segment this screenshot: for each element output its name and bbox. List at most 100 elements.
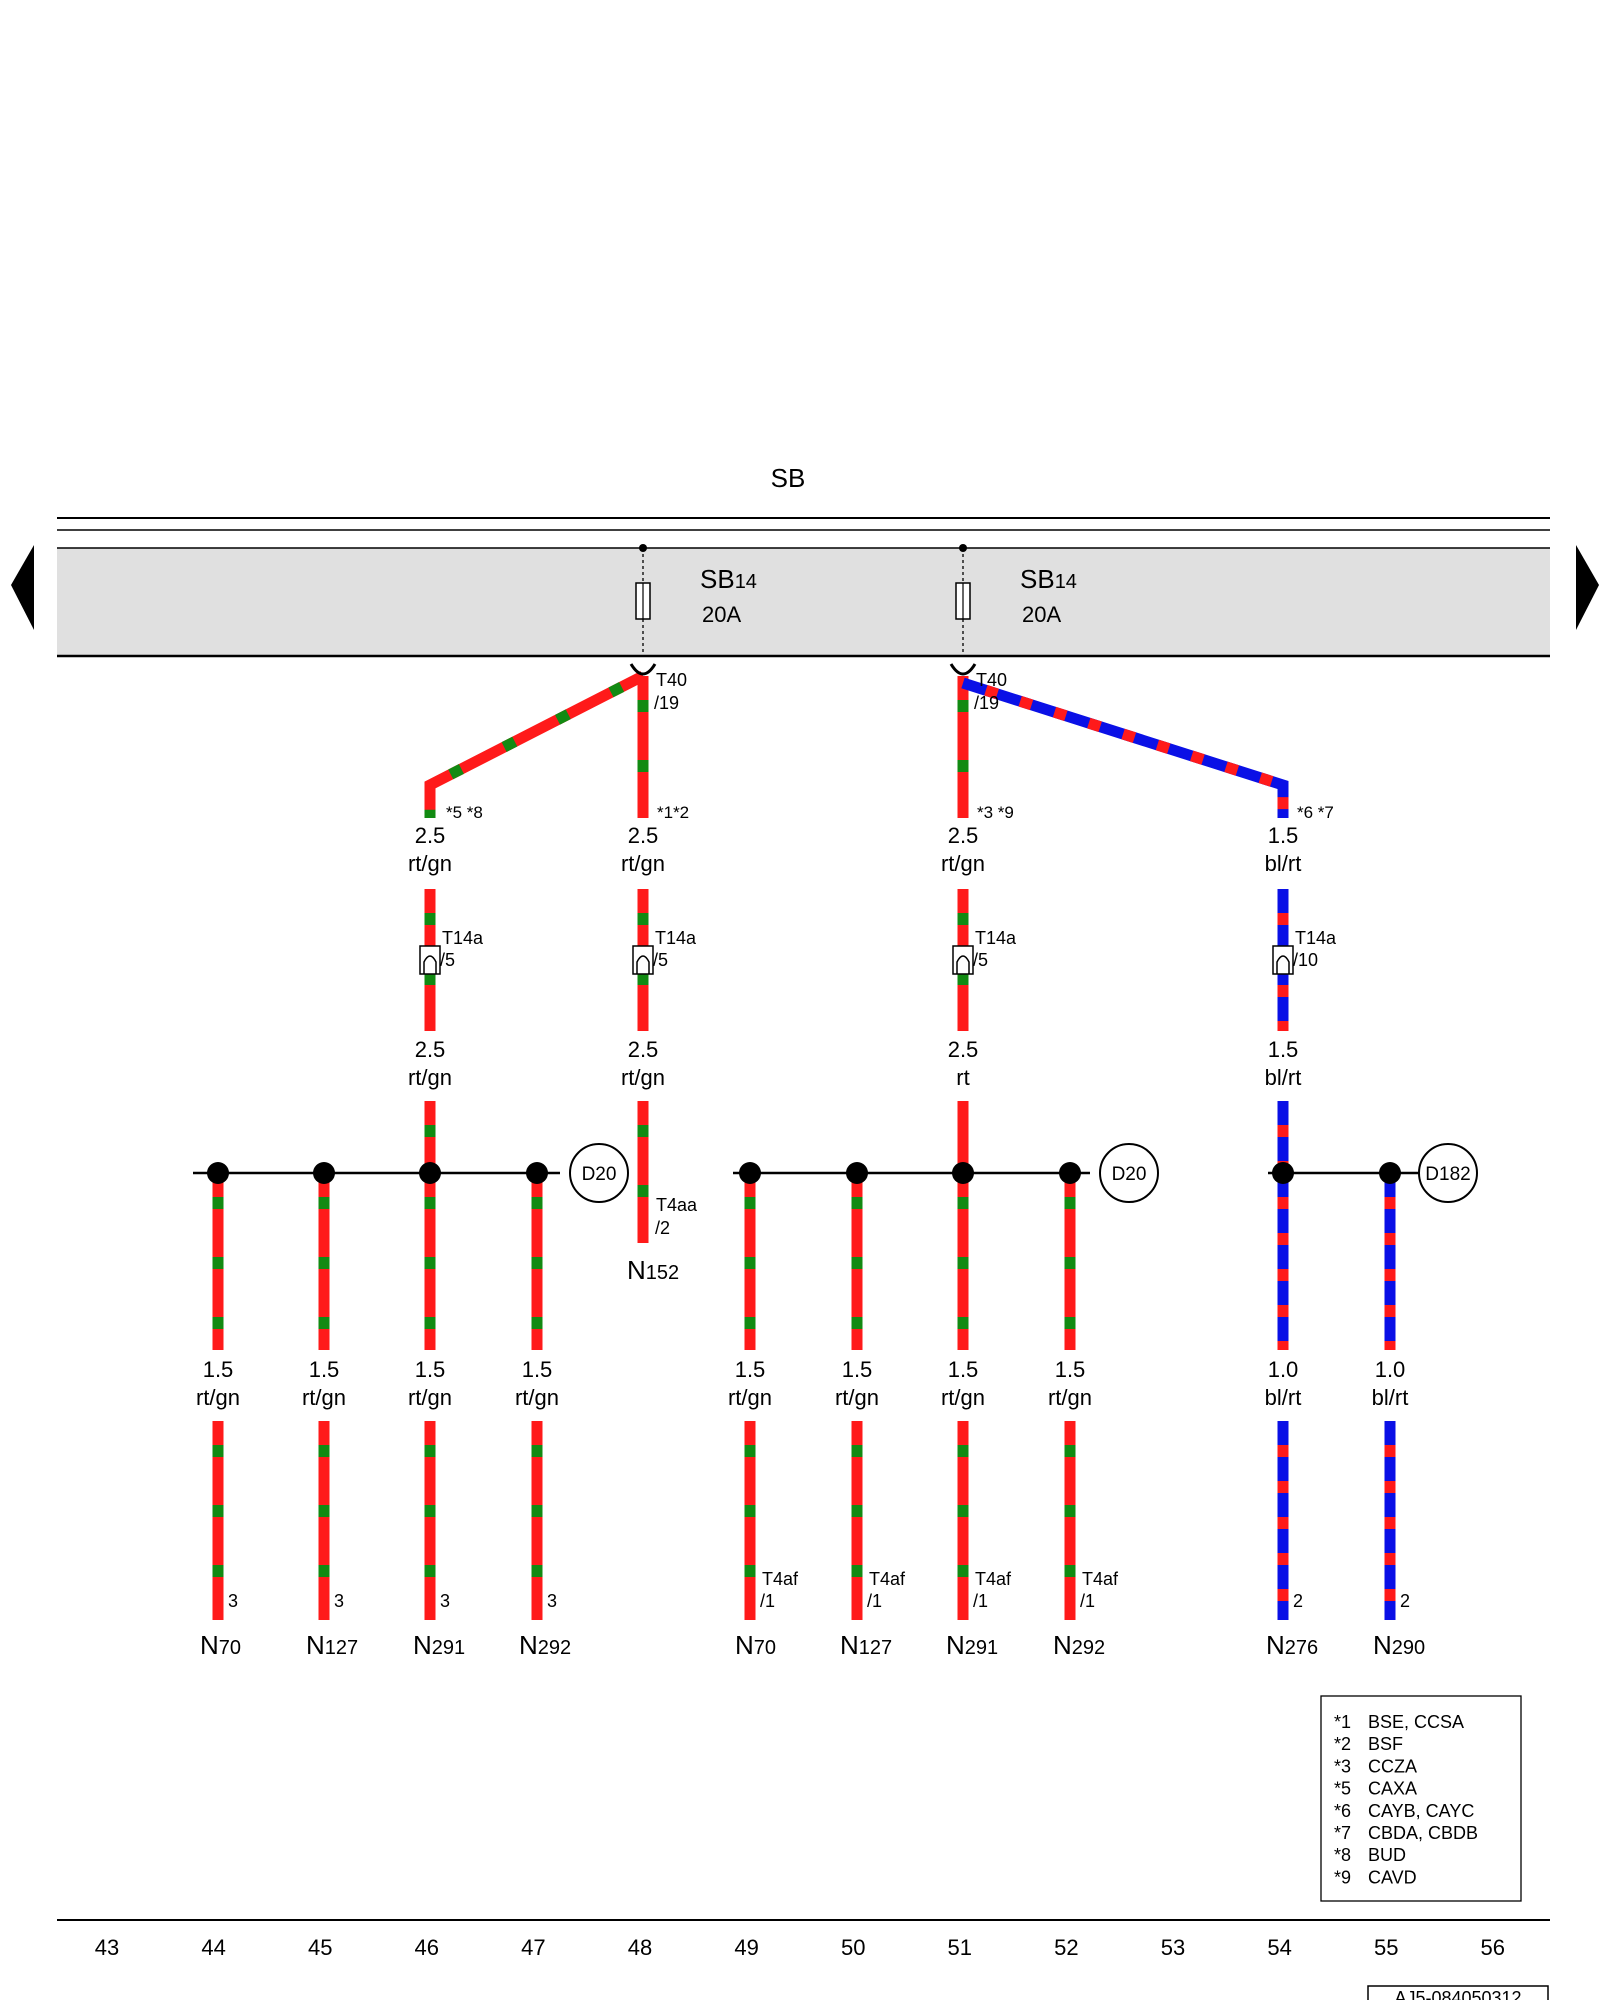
component-n70-center-sub: 70	[754, 1637, 776, 1659]
grid-number-43: 43	[95, 1935, 119, 1960]
component-n291-center-name: N	[946, 1630, 965, 1660]
component-labels: N70 N127 N291 N292 N70 N127 N291 N292 N2…	[200, 1630, 1425, 1660]
grid-number-47: 47	[521, 1935, 545, 1960]
t14a-connector-1: T14a /5	[419, 928, 484, 975]
t14a-1-name: T14a	[442, 928, 484, 948]
wire-seg-upper-1	[424, 671, 646, 818]
svg-text:N276: N276	[1266, 1630, 1318, 1660]
wire-label-lower-8-color: rt/gn	[1048, 1385, 1092, 1410]
component-n127-center-sub: 127	[859, 1637, 892, 1659]
t14a-2-name: T14a	[655, 928, 697, 948]
svg-text:N291: N291	[946, 1630, 998, 1660]
fuse-2-rating: 20A	[1022, 602, 1061, 627]
grid-number-50: 50	[841, 1935, 865, 1960]
component-n292-left-sub: 292	[538, 1637, 571, 1659]
component-n291-left-sub: 291	[432, 1637, 465, 1659]
fuse-2-sub: 14	[1055, 571, 1077, 593]
wire-label-middle-3-color: rt	[956, 1065, 969, 1090]
t40-b-name: T40	[976, 670, 1007, 690]
fuse-1-rating: 20A	[702, 602, 741, 627]
component-n276-sub: 276	[1285, 1637, 1318, 1659]
t40-a-pin: /19	[654, 693, 679, 713]
component-n152-sub: 152	[646, 1262, 679, 1284]
t40-b-pin: /19	[974, 693, 999, 713]
grid-number-54: 54	[1267, 1935, 1291, 1960]
lower-wire-labels: 1.5 rt/gn 1.5 rt/gn 1.5 rt/gn 1.5 rt/gn …	[196, 1357, 1408, 1410]
t4af-4-pin: /1	[1080, 1591, 1095, 1611]
t4af-1-name: T4af	[762, 1569, 799, 1589]
wire-label-middle-2-color: rt/gn	[621, 1065, 665, 1090]
drawing-id: AJ5-084050312	[1394, 1988, 1521, 2000]
legend-value-8: CAVD	[1368, 1867, 1417, 1887]
wire-label-upper-2-size: 2.5	[628, 823, 659, 848]
grid-number-52: 52	[1054, 1935, 1078, 1960]
component-n70-center-name: N	[735, 1630, 754, 1660]
t40-a-connector-icon	[629, 663, 657, 676]
splice-d182: D182	[1418, 1143, 1478, 1203]
component-n292-center-sub: 292	[1072, 1637, 1105, 1659]
fuse-1: SB14 20A	[635, 544, 757, 656]
t4aa-pin: /2	[655, 1218, 670, 1238]
grid-number-56: 56	[1481, 1935, 1505, 1960]
wire-label-lower-1-size: 1.5	[203, 1357, 234, 1382]
grid-number-55: 55	[1374, 1935, 1398, 1960]
t4af-4-name: T4af	[1082, 1569, 1119, 1589]
t14a-2-connector-icon	[632, 945, 654, 975]
t4af-2-name: T4af	[869, 1569, 906, 1589]
wire-label-lower-10-color: bl/rt	[1372, 1385, 1409, 1410]
grid-number-49: 49	[734, 1935, 758, 1960]
t14a-connector-3: T14a /5	[952, 928, 1017, 975]
footnote-ref-3: *3 *9	[977, 803, 1014, 822]
wire-label-upper-1-size: 2.5	[415, 823, 446, 848]
wire-label-upper-4-color: bl/rt	[1265, 851, 1302, 876]
component-n290-sub: 290	[1392, 1637, 1425, 1659]
wire-label-upper-3-color: rt/gn	[941, 851, 985, 876]
fuse-1-name: SB	[700, 564, 735, 594]
grid-number-51: 51	[948, 1935, 972, 1960]
component-n127-left-sub: 127	[325, 1637, 358, 1659]
splice-d182-label: D182	[1425, 1164, 1470, 1185]
t14a-connector-2: T14a /5	[632, 928, 697, 975]
wire-label-lower-4-size: 1.5	[522, 1357, 553, 1382]
legend-key-1: *1	[1334, 1712, 1351, 1732]
splice-d20-center-label: D20	[1112, 1164, 1147, 1185]
wire-label-middle-4-color: bl/rt	[1265, 1065, 1302, 1090]
fuse-2: SB14 20A	[955, 544, 1077, 656]
legend-value-5: CAYB, CAYC	[1368, 1801, 1474, 1821]
grid-number-44: 44	[201, 1935, 225, 1960]
svg-text:N291: N291	[413, 1630, 465, 1660]
wire-label-middle-3-size: 2.5	[948, 1037, 979, 1062]
t4af-3-name: T4af	[975, 1569, 1012, 1589]
pin-number-n276: 2	[1293, 1591, 1303, 1611]
footnote-ref-1: *5 *8	[446, 803, 483, 822]
busbar-body	[57, 548, 1550, 656]
wire-label-upper-4-size: 1.5	[1268, 823, 1299, 848]
wire-label-lower-6-color: rt/gn	[835, 1385, 879, 1410]
previous-page-arrow-icon[interactable]	[11, 545, 34, 630]
fuse-1-sub: 14	[735, 571, 757, 593]
next-page-arrow-icon[interactable]	[1576, 545, 1599, 630]
footnote-ref-4: *6 *7	[1297, 803, 1334, 822]
wire-label-lower-5-color: rt/gn	[728, 1385, 772, 1410]
wire-label-upper-3-size: 2.5	[948, 823, 979, 848]
grid-number-46: 46	[415, 1935, 439, 1960]
svg-text:N70: N70	[735, 1630, 776, 1660]
t14a-4-name: T14a	[1295, 928, 1337, 948]
legend-value-6: CBDA, CBDB	[1368, 1823, 1478, 1843]
t40-connector-a: T40 /19	[629, 663, 687, 713]
pin-number-n290: 2	[1400, 1591, 1410, 1611]
grid-number-45: 45	[308, 1935, 332, 1960]
splice-d20-left-label: D20	[582, 1164, 617, 1185]
svg-text:N152: N152	[627, 1255, 679, 1285]
component-n70-left-name: N	[200, 1630, 219, 1660]
wire-label-lower-2-size: 1.5	[309, 1357, 340, 1382]
component-n290-name: N	[1373, 1630, 1392, 1660]
busbar-label: SB	[771, 463, 806, 493]
svg-text:N292: N292	[1053, 1630, 1105, 1660]
t40-a-name: T40	[656, 670, 687, 690]
wire-label-middle-1-color: rt/gn	[408, 1065, 452, 1090]
wire-seg-upper-4	[961, 677, 1289, 818]
wire-label-middle-1-size: 2.5	[415, 1037, 446, 1062]
